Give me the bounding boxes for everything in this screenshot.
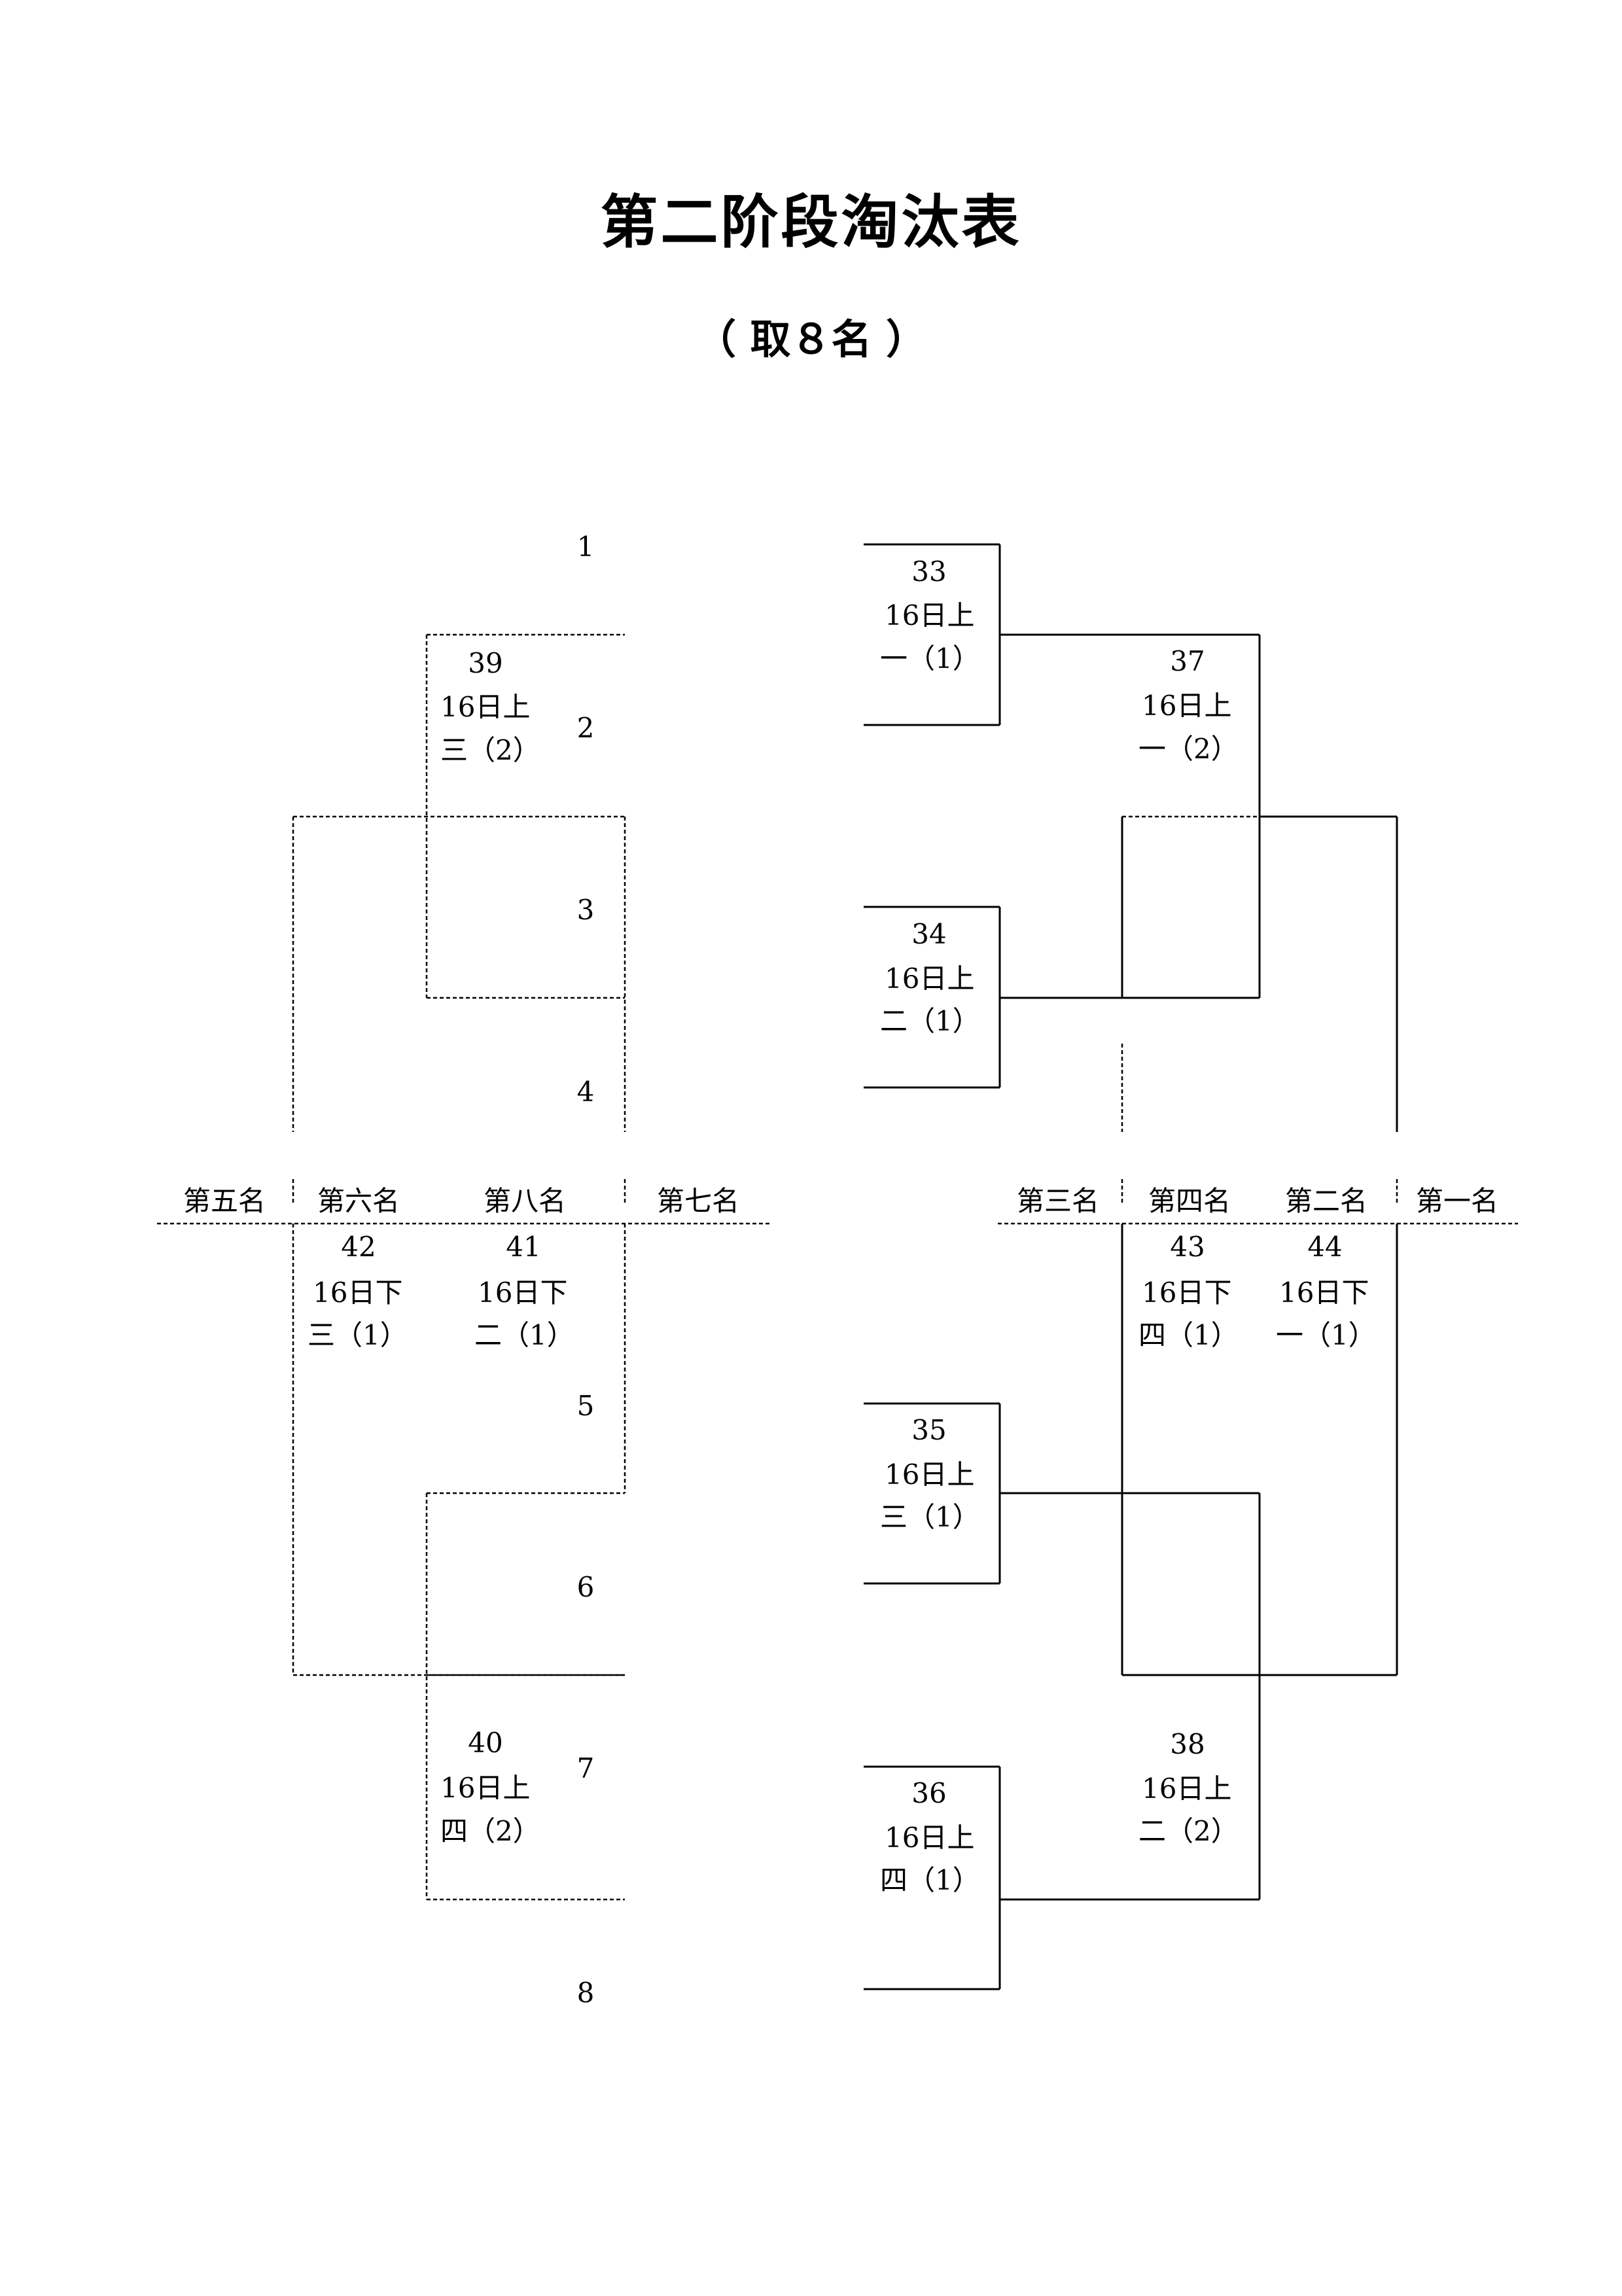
match-33-number: 33 xyxy=(911,556,947,588)
match-43-time: 16日下 xyxy=(1142,1277,1232,1309)
match-38-ref: 二（2） xyxy=(1138,1815,1239,1847)
match-40-time: 16日上 xyxy=(440,1772,531,1804)
match-40-number: 40 xyxy=(468,1727,503,1759)
page-subtitle: （ 取８名 ） xyxy=(695,315,927,363)
header-seventh: 第七名 xyxy=(656,1185,740,1217)
seed-3: 3 xyxy=(576,894,595,926)
header-fifth: 第五名 xyxy=(183,1185,266,1217)
seed-2: 2 xyxy=(576,712,595,744)
match-38-number: 38 xyxy=(1170,1728,1205,1760)
match-36-time: 16日上 xyxy=(885,1822,975,1854)
page-title: 第二阶段淘汰表 xyxy=(600,188,1022,256)
match-41-time: 16日下 xyxy=(478,1277,568,1309)
seed-8: 8 xyxy=(576,1977,595,2009)
header-second: 第二名 xyxy=(1284,1185,1368,1217)
match-39-number: 39 xyxy=(468,647,503,679)
match-34-time: 16日上 xyxy=(885,963,975,995)
match-40-ref: 四（2） xyxy=(440,1815,540,1847)
header-third: 第三名 xyxy=(1016,1185,1100,1217)
match-34-number: 34 xyxy=(911,918,947,950)
match-34-ref: 二（1） xyxy=(880,1005,980,1037)
seed-4: 4 xyxy=(576,1076,595,1108)
match-38-time: 16日上 xyxy=(1142,1773,1232,1805)
match-39-time: 16日上 xyxy=(440,691,531,723)
seed-6: 6 xyxy=(576,1571,595,1603)
match-42-time: 16日下 xyxy=(313,1277,403,1309)
match-35-time: 16日上 xyxy=(885,1458,975,1491)
match-35-ref: 三（1） xyxy=(880,1501,980,1533)
match-42-ref: 三（1） xyxy=(308,1319,408,1351)
seed-5: 5 xyxy=(576,1390,595,1422)
match-42-number: 42 xyxy=(341,1231,376,1263)
match-43-number: 43 xyxy=(1170,1231,1205,1263)
header-sixth: 第六名 xyxy=(317,1185,400,1217)
header-eighth: 第八名 xyxy=(483,1185,567,1217)
match-43-ref: 四（1） xyxy=(1138,1319,1239,1351)
seed-7: 7 xyxy=(576,1752,595,1784)
match-36-ref: 四（1） xyxy=(880,1864,980,1896)
match-37-time: 16日上 xyxy=(1142,690,1232,722)
match-41-number: 41 xyxy=(506,1231,541,1263)
match-41-ref: 二（1） xyxy=(474,1319,574,1351)
match-35-number: 35 xyxy=(911,1414,947,1446)
match-44-number: 44 xyxy=(1307,1231,1343,1263)
match-33-ref: 一（1） xyxy=(880,643,980,675)
match-39-ref: 三（2） xyxy=(440,734,540,766)
header-fourth: 第四名 xyxy=(1148,1185,1231,1217)
match-33-time: 16日上 xyxy=(885,599,975,631)
seed-1: 1 xyxy=(576,531,595,563)
match-44-time: 16日下 xyxy=(1279,1277,1369,1309)
match-36-number: 36 xyxy=(911,1777,947,1809)
header-first: 第一名 xyxy=(1415,1185,1499,1217)
match-37-number: 37 xyxy=(1170,645,1205,677)
match-37-ref: 一（2） xyxy=(1138,733,1239,765)
match-44-ref: 一（1） xyxy=(1276,1319,1376,1351)
